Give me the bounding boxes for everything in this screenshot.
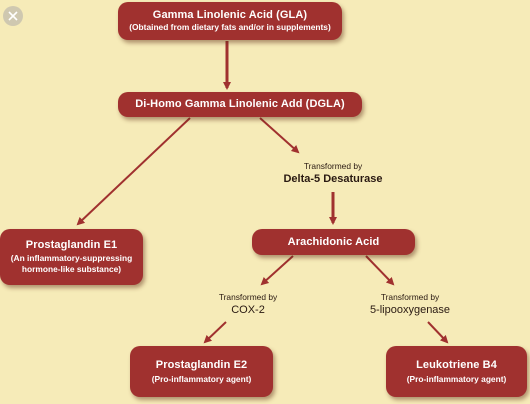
node-pge2-title: Prostaglandin E2: [155, 358, 248, 371]
edge-label-lipoxygenase: Transformed by 5-lipooxygenase: [350, 292, 470, 317]
edge-label-cox2-line2: COX-2: [231, 304, 265, 316]
edge-label-lipoxygenase-line1: Transformed by: [380, 292, 440, 302]
node-dgla: Di-Homo Gamma Linolenic Add (DGLA): [118, 92, 362, 117]
edge-label-cox2: Transformed by COX-2: [188, 292, 308, 317]
node-gla-subtitle: (Obtained from dietary fats and/or in su…: [129, 22, 331, 32]
node-gla: Gamma Linolenic Acid (GLA) (Obtained fro…: [118, 2, 342, 40]
arrow-dgla-to-pge1: [76, 117, 191, 226]
edge-label-lipoxygenase-line2: 5-lipooxygenase: [369, 304, 451, 316]
node-pge1-subtitle-line2: hormone-like substance): [21, 264, 122, 274]
node-ltb4-title: Leukotriene B4: [416, 358, 497, 371]
node-pge2: Prostaglandin E2 (Pro-inflammatory agent…: [130, 346, 273, 397]
node-ltb4: Leukotriene B4 (Pro-inflammatory agent): [386, 346, 527, 397]
close-icon: [8, 11, 18, 21]
edge-label-cox2-line1: Transformed by: [218, 292, 278, 302]
node-ltb4-subtitle: (Pro-inflammatory agent): [406, 373, 507, 384]
edge-label-delta5-line2: Delta-5 Desaturase: [283, 173, 383, 185]
arrow-lipoxygenase-to-ltb4: [427, 321, 449, 344]
close-button[interactable]: [3, 6, 23, 26]
arrow-dgla-to-delta5: [259, 117, 300, 154]
arrow-arachidonic-to-lipoxygenase: [365, 255, 395, 286]
node-pge1-subtitle-line1: (An inflammatory-suppressing: [10, 253, 133, 263]
edge-label-delta5: Transformed by Delta-5 Desaturase: [258, 161, 408, 186]
edge-label-delta5-line1: Transformed by: [303, 161, 363, 171]
node-gla-title: Gamma Linolenic Acid (GLA): [152, 9, 308, 21]
node-arachidonic: Arachidonic Acid: [252, 229, 415, 255]
node-pge2-subtitle: (Pro-inflammatory agent): [151, 373, 252, 384]
node-arachidonic-title: Arachidonic Acid: [287, 235, 380, 248]
node-pge1-title: Prostaglandin E1: [25, 239, 118, 251]
arrow-cox2-to-pge2: [203, 321, 227, 344]
arrow-arachidonic-to-cox2: [260, 255, 294, 286]
node-pge1: Prostaglandin E1 (An inflammatory-suppre…: [0, 229, 143, 285]
node-dgla-title: Di-Homo Gamma Linolenic Add (DGLA): [135, 98, 345, 110]
